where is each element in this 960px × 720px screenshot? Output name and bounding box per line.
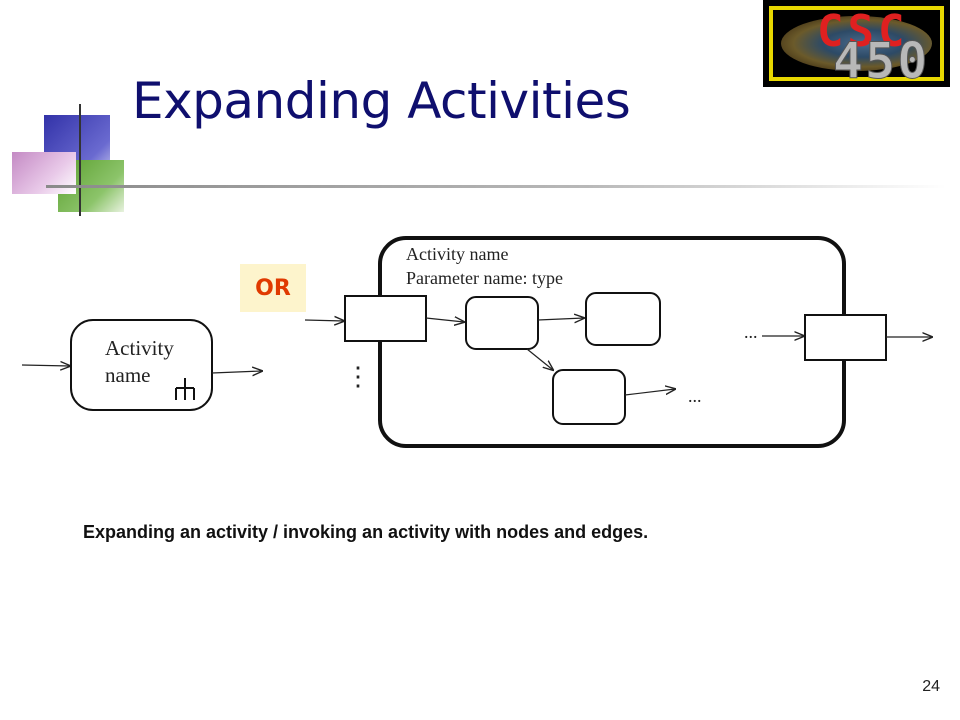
edge-action3-out <box>624 389 675 396</box>
slide-number: 24 <box>922 678 940 695</box>
action-node-3 <box>552 369 626 425</box>
collapsed-outgoing-edge <box>211 371 262 373</box>
course-logo: CSC 450 <box>763 0 950 89</box>
action-node-2 <box>585 292 661 346</box>
expanded-activity-name: Activity name <box>406 244 508 264</box>
collapsed-activity-label-line2: name <box>105 363 150 387</box>
input-incoming-edge <box>304 320 344 321</box>
ellipsis-lower: ... <box>688 386 702 406</box>
rake-icon <box>175 378 195 400</box>
expanded-activity-parameter: Parameter name: type <box>406 268 563 288</box>
input-parameter-node <box>344 295 427 342</box>
output-parameter-node <box>804 314 887 361</box>
edge-action1-to-action3 <box>526 348 553 370</box>
edge-input-to-action1 <box>425 318 464 322</box>
decor-vertical-line <box>79 104 81 216</box>
title-underline <box>46 185 946 188</box>
logo-text-csc: CSC <box>817 6 909 57</box>
collapsed-activity-label-line1: Activity <box>105 336 174 360</box>
vertical-ellipsis: ⋮ <box>345 362 371 391</box>
edge-action1-to-action2 <box>537 318 584 320</box>
slide-caption: Expanding an activity / invoking an acti… <box>83 522 649 542</box>
slide-title: Expanding Activities <box>132 72 631 130</box>
ellipsis-upper: ... <box>744 322 758 342</box>
collapsed-incoming-edge <box>21 365 70 366</box>
logo-text-number: 450 <box>832 32 930 90</box>
logo-frame: CSC 450 <box>769 6 944 89</box>
action-node-1 <box>465 296 539 350</box>
globe-icon <box>781 16 932 71</box>
or-label: OR <box>240 264 306 312</box>
